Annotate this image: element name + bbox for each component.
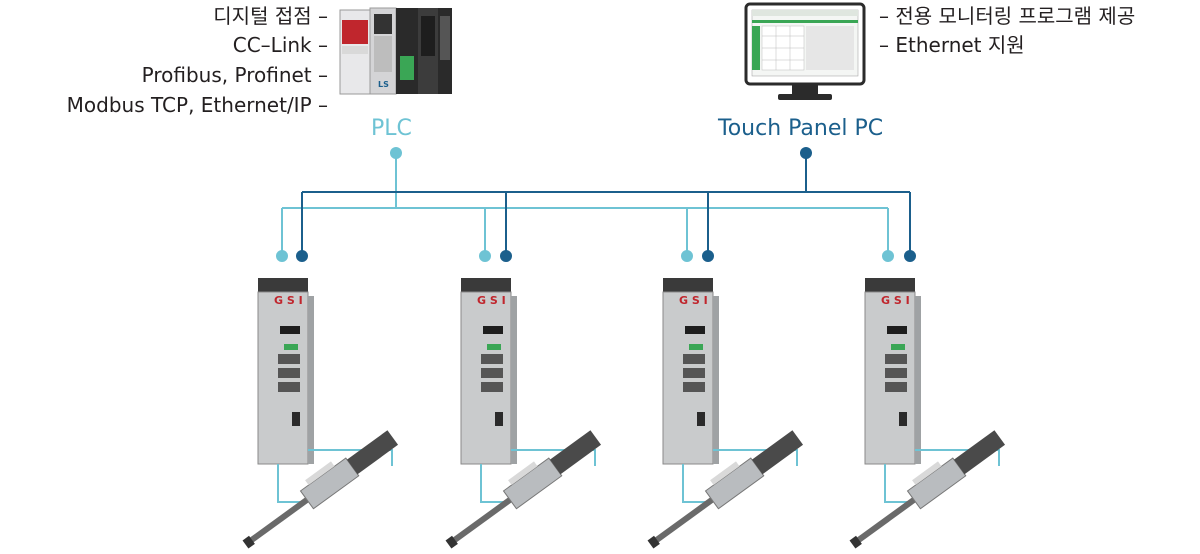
plc-feature-cclink: CC–Link – bbox=[232, 33, 328, 57]
plc-device: LS bbox=[338, 6, 454, 98]
driver-unit-3: G S I bbox=[633, 276, 813, 550]
plc-feature-profibus: Profibus, Profinet – bbox=[141, 63, 328, 87]
pc-network-lines bbox=[301, 153, 911, 256]
driver-brand-4: G S I bbox=[881, 294, 910, 307]
plc-label: PLC bbox=[371, 116, 412, 141]
driver-unit-2: G S I bbox=[431, 276, 611, 550]
driver-unit-1: G S I bbox=[228, 276, 408, 550]
plc-feature-modbus: Modbus TCP, Ethernet/IP – bbox=[66, 93, 328, 117]
pc-feature-monitoring: – 전용 모니터링 프로그램 제공 bbox=[879, 4, 1136, 28]
plc-connection-dot bbox=[390, 147, 402, 159]
touch-panel-monitor bbox=[744, 2, 866, 106]
plc-logo-text: LS bbox=[378, 80, 389, 89]
pc-feature-ethernet: – Ethernet 지원 bbox=[879, 33, 1025, 57]
plc-network-lines bbox=[281, 153, 889, 256]
touch-panel-label: Touch Panel PC bbox=[718, 116, 884, 141]
driver-brand-3: G S I bbox=[679, 294, 708, 307]
plc-feature-digital: 디지털 접점 – bbox=[213, 4, 328, 28]
driver-brand-2: G S I bbox=[477, 294, 506, 307]
driver-port-dots bbox=[276, 250, 916, 262]
driver-unit-4: G S I bbox=[835, 276, 1015, 550]
driver-brand-1: G S I bbox=[274, 294, 303, 307]
pc-connection-dot bbox=[800, 147, 812, 159]
